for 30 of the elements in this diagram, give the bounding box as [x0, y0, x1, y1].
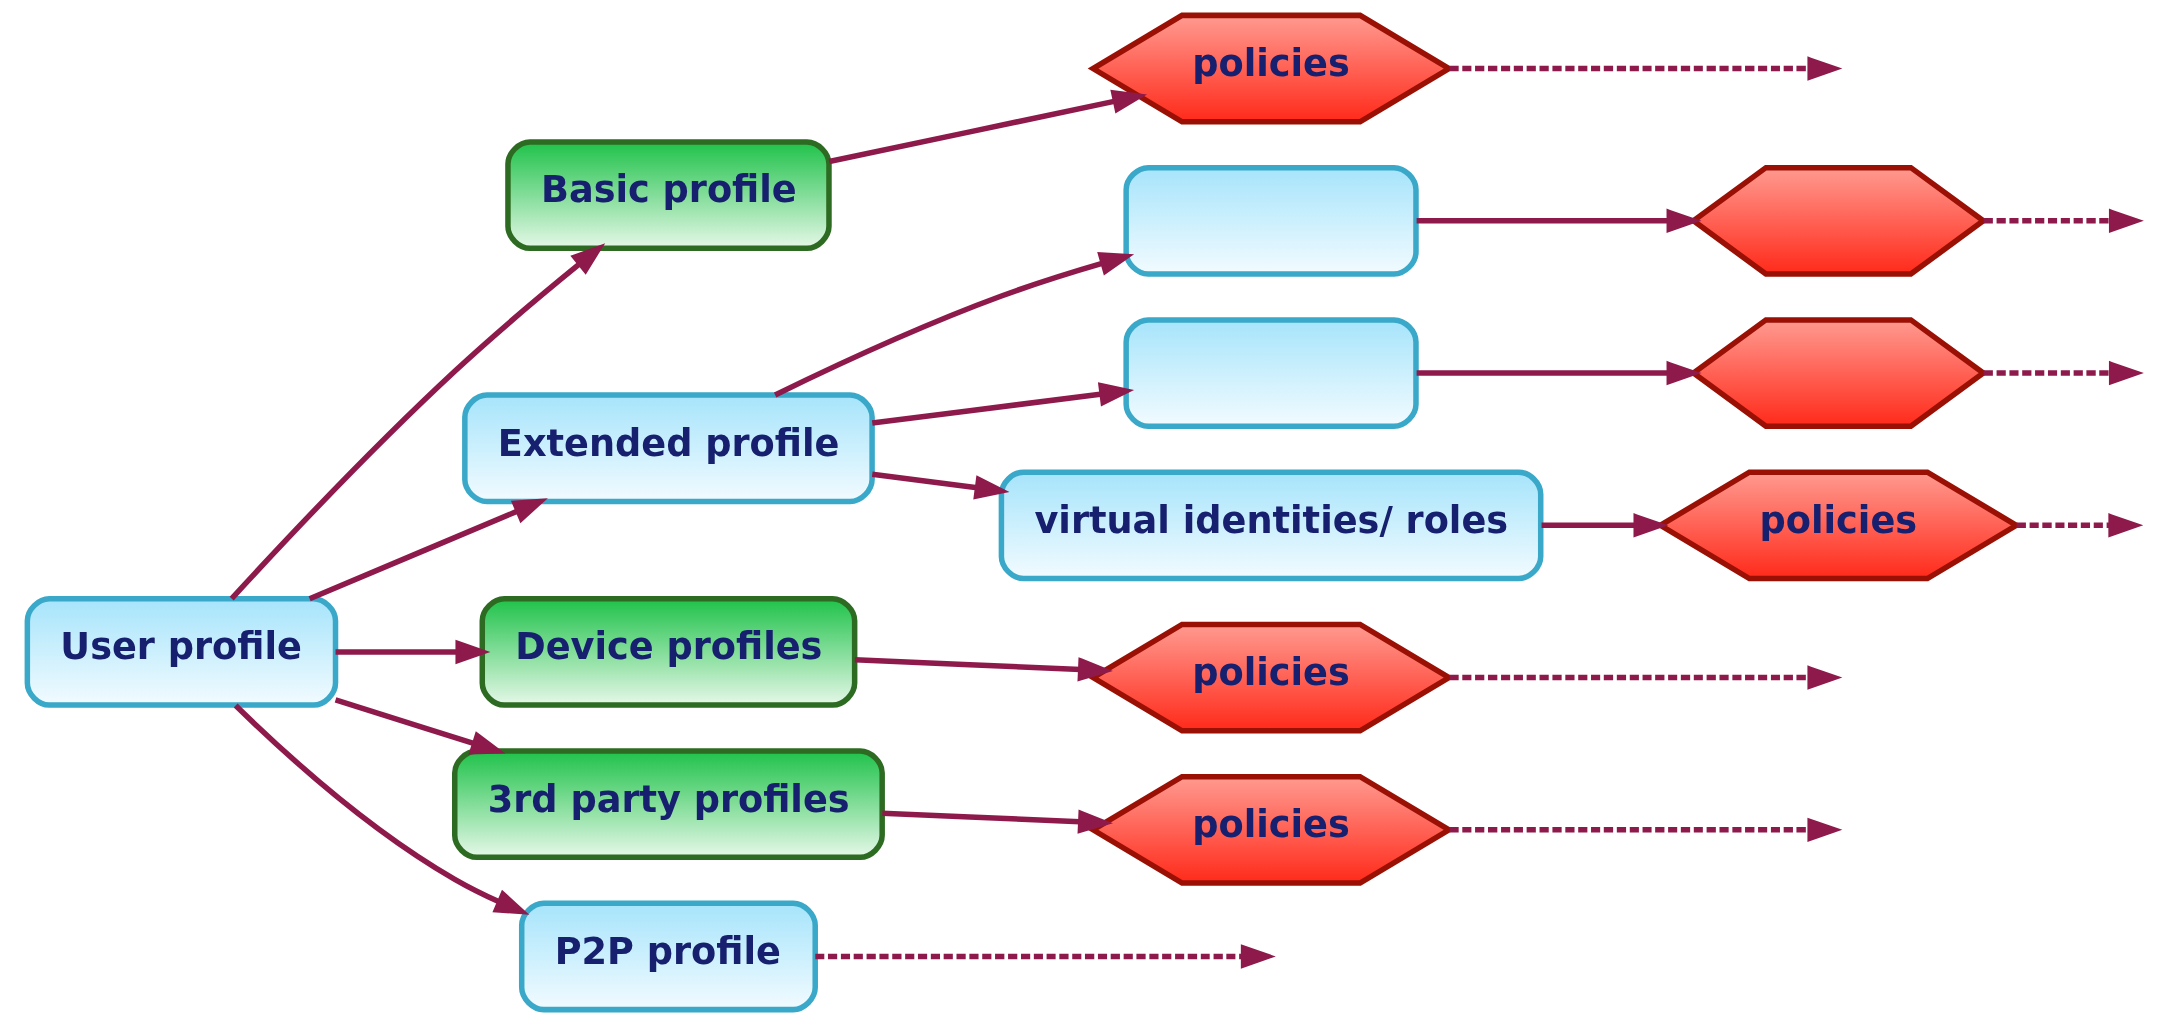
- arrow: [1449, 56, 1843, 81]
- arrow: [871, 471, 1010, 500]
- arrow: [308, 498, 548, 602]
- arrow: [1983, 208, 2144, 234]
- node-box: [1123, 317, 1419, 430]
- arrow: [882, 809, 1113, 834]
- arrow: [2016, 513, 2144, 538]
- node-box: Extended profile: [462, 392, 875, 505]
- node-box: User profile: [24, 595, 339, 708]
- node-box: Basic profile: [505, 139, 832, 252]
- arrow: [871, 382, 1135, 426]
- arrow: [1416, 360, 1702, 386]
- node-box: virtual identities/ roles: [998, 469, 1544, 582]
- node-box: P2P profile: [518, 900, 818, 1013]
- arrow: [1449, 665, 1843, 690]
- arrow: [229, 243, 606, 601]
- arrow: [815, 944, 1276, 969]
- node-box: Device profiles: [479, 595, 858, 708]
- arrow: [1449, 817, 1843, 843]
- arrow: [1416, 208, 1702, 234]
- arrow: [1983, 360, 2144, 386]
- arrow: [828, 89, 1148, 165]
- arrow: [334, 697, 506, 755]
- node-box: 3rd party profiles: [452, 748, 885, 861]
- arrow: [773, 252, 1135, 398]
- node-box: [1123, 164, 1419, 277]
- arrow: [854, 657, 1113, 682]
- arrow: [233, 703, 530, 915]
- arrow: [1541, 513, 1669, 538]
- arrow: [335, 639, 491, 665]
